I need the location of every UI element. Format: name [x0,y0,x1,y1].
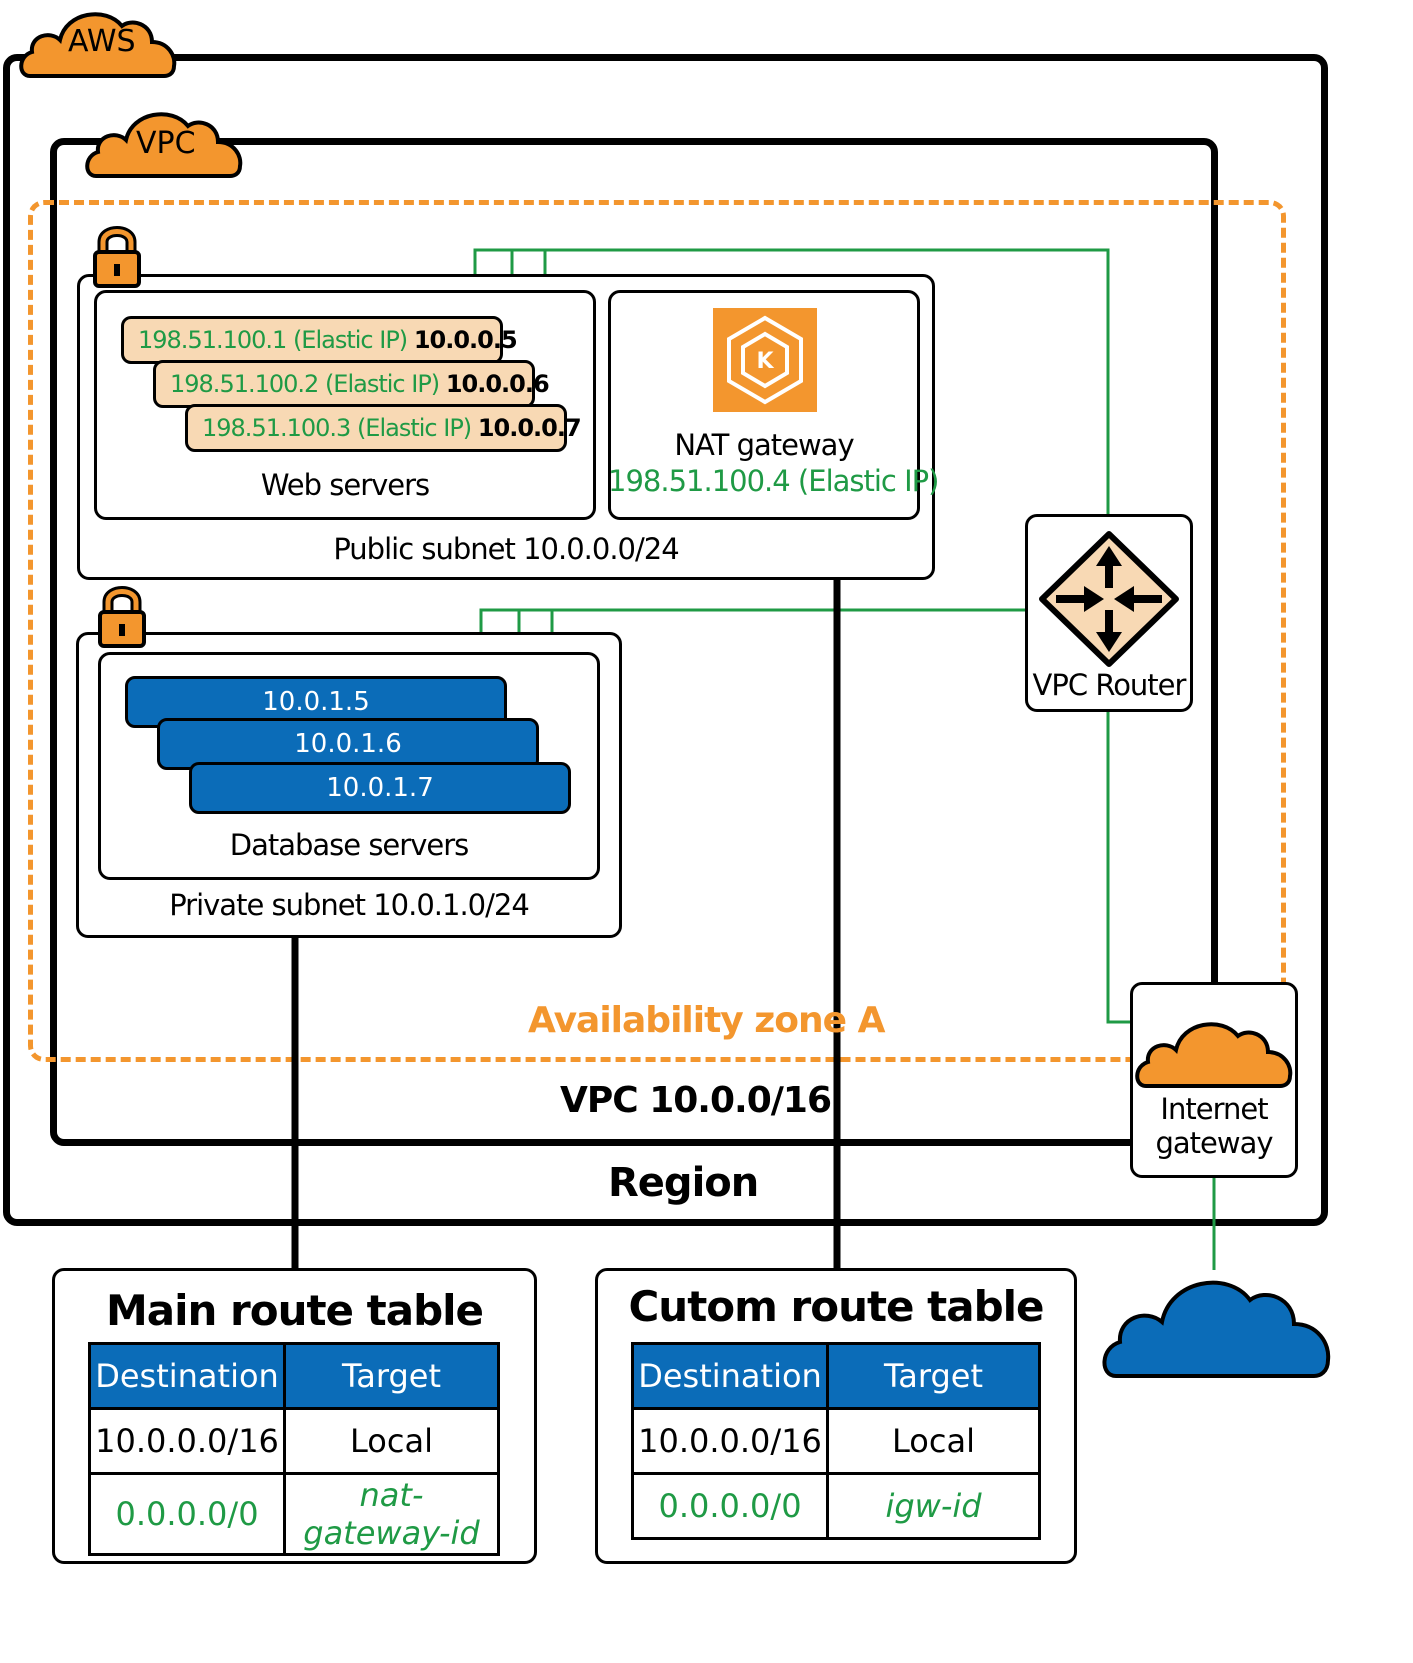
table-row: 0.0.0.0/0 nat-gateway-id [88,1472,500,1556]
nat-gateway-icon: K [713,308,817,412]
private-subnet-label: Private subnet 10.0.1.0/24 [169,888,530,922]
internet-gateway-label-line1: Internet [1160,1092,1268,1126]
database-server-2: 10.0.1.6 [157,718,539,770]
custom-route-table: Destination Target 10.0.0.0/16 Local 0.0… [631,1342,1041,1540]
web-server-1-elastic-ip: 198.51.100.1 (Elastic IP) [138,326,408,354]
destination-cell: 10.0.0.0/16 [88,1407,286,1475]
target-cell: nat-gateway-id [283,1472,500,1556]
lock-icon [98,586,146,648]
internet-gateway-icon [1135,1022,1293,1088]
availability-zone-box [28,200,1286,1062]
web-server-3-private-ip: 10.0.0.7 [477,414,582,442]
region-label: Region [608,1160,759,1206]
vpc-router-icon [1039,531,1179,667]
web-servers-label: Web servers [260,468,430,502]
vpc-cloud-icon [85,112,243,178]
main-route-table-title: Main route table [105,1286,484,1335]
web-server-1: 198.51.100.1 (Elastic IP) 10.0.0.5 [121,316,518,364]
destination-header: Destination [88,1342,286,1410]
target-cell: igw-id [826,1472,1041,1540]
web-server-1-private-ip: 10.0.0.5 [413,326,518,354]
database-servers-label: Database servers [229,828,470,862]
nat-gateway-ip: 198.51.100.4 (Elastic IP) [608,464,939,498]
availability-zone-label: Availability zone A [528,1000,885,1041]
nat-gateway-label: NAT gateway [674,428,854,462]
custom-route-table-title: Cutom route table [628,1282,1044,1331]
target-header: Target [826,1342,1041,1410]
vpc-router-label: VPC Router [1032,668,1187,702]
target-cell: Local [826,1407,1041,1475]
target-cell: Local [283,1407,500,1475]
destination-cell: 0.0.0.0/0 [88,1472,286,1556]
table-row: 0.0.0.0/0 igw-id [631,1472,1041,1540]
public-subnet-label: Public subnet 10.0.0.0/24 [333,532,679,566]
aws-label: AWS [68,24,136,59]
web-server-3: 198.51.100.3 (Elastic IP) 10.0.0.7 [185,404,582,452]
table-row: 10.0.0.0/16 Local [631,1407,1041,1475]
web-server-3-elastic-ip: 198.51.100.3 (Elastic IP) [202,414,472,442]
table-row: 10.0.0.0/16 Local [88,1407,500,1475]
aws-cloud-icon [19,12,177,78]
destination-header: Destination [631,1342,829,1410]
svg-text:K: K [756,349,774,374]
vpc-cidr-label: VPC 10.0.0/16 [560,1080,832,1121]
lock-icon [93,226,141,288]
vpc-label: VPC [136,126,196,161]
table-header-row: Destination Target [631,1342,1041,1410]
internet-cloud-icon [1102,1280,1331,1378]
target-header: Target [283,1342,500,1410]
internet-gateway-label-line2: gateway [1155,1126,1273,1160]
database-server-3: 10.0.1.7 [189,762,571,814]
destination-cell: 10.0.0.0/16 [631,1407,829,1475]
router-igw-line [1106,712,1132,1024]
destination-cell: 0.0.0.0/0 [631,1472,829,1540]
main-route-table: Destination Target 10.0.0.0/16 Local 0.0… [88,1342,500,1556]
table-header-row: Destination Target [88,1342,500,1410]
web-server-2-private-ip: 10.0.0.6 [445,370,550,398]
web-server-2: 198.51.100.2 (Elastic IP) 10.0.0.6 [153,360,550,408]
web-server-2-elastic-ip: 198.51.100.2 (Elastic IP) [170,370,440,398]
